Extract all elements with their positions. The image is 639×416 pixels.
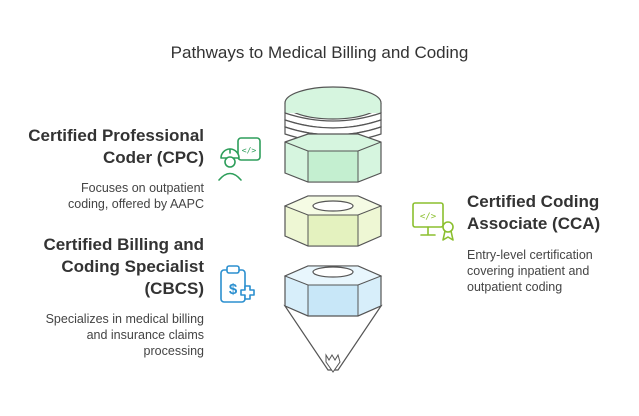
cca-desc-line-3: outpatient coding [467, 280, 563, 294]
svg-text:</>: </> [242, 146, 257, 155]
svg-text:</>: </> [420, 212, 437, 222]
pencil-eraser-segment [284, 86, 382, 183]
cca-desc-line-1: Entry-level certification [467, 248, 593, 262]
cca-heading-line-2: Associate (CCA) [467, 214, 601, 233]
cbcs-heading-line-1: Certified Billing and [43, 235, 204, 254]
pencil-tip [283, 304, 383, 373]
coder-person-icon: </> [218, 137, 261, 181]
pencil-middle-segment [283, 195, 383, 247]
cpc-desc-line-2: coding, offered by AAPC [68, 197, 204, 211]
cca-heading-line-1: Certified Coding [467, 192, 600, 211]
diagram-title: Pathways to Medical Billing and Coding [170, 43, 469, 62]
cbcs-desc-line-2: and insurance claims [86, 328, 204, 342]
cca-desc-line-2: covering inpatient and [467, 264, 590, 278]
cbcs-heading-line-2: Coding Specialist [61, 257, 204, 276]
svg-text:$: $ [229, 281, 238, 298]
cbcs-desc-line-3: processing [143, 344, 204, 358]
cbcs-desc-line-1: Specializes in medical billing [45, 312, 204, 326]
certificate-monitor-icon: </> [412, 202, 454, 241]
cpc-desc-line-1: Focuses on outpatient [81, 181, 204, 195]
billing-clipboard-icon: $ [220, 265, 255, 303]
cbcs-heading-line-3: (CBCS) [144, 279, 205, 298]
pencil-lower-segment [283, 265, 383, 317]
cpc-heading-line-1: Certified Professional [28, 126, 204, 145]
cpc-heading-line-2: Coder (CPC) [102, 148, 204, 167]
